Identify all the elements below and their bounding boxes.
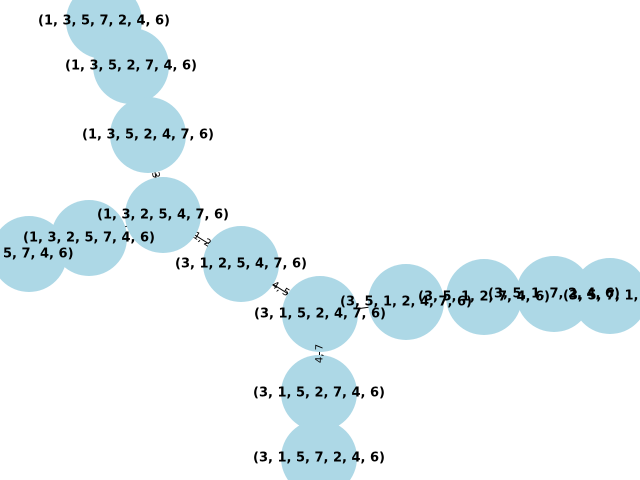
node-label-n12: (3, 5, 1, 2, 7, 4, 6) bbox=[418, 290, 550, 305]
node-label-n6: 2, 5, 7, 4, 6) bbox=[0, 247, 74, 262]
node-label-n8: (3, 1, 5, 2, 4, 7, 6) bbox=[254, 307, 386, 322]
node-label-n4: (1, 3, 2, 5, 4, 7, 6) bbox=[97, 208, 229, 223]
labels-layer: 31, 24, 54, 7(1, 3, 5, 7, 2, 4, 6)(1, 3,… bbox=[0, 14, 640, 466]
node-circle-n7 bbox=[203, 226, 279, 302]
node-label-n3: (1, 3, 5, 2, 4, 7, 6) bbox=[82, 128, 214, 143]
node-label-n13: (3, 5, 1, 7, 2, 4, 6) bbox=[488, 287, 620, 302]
node-label-n2: (1, 3, 5, 2, 7, 4, 6) bbox=[65, 59, 197, 74]
node-circle-n3 bbox=[110, 97, 186, 173]
node-label-n1: (1, 3, 5, 7, 2, 4, 6) bbox=[38, 14, 170, 29]
node-label-n7: (3, 1, 2, 5, 4, 7, 6) bbox=[175, 257, 307, 272]
node-circle-n4 bbox=[125, 177, 201, 253]
node-label-n10: (3, 1, 5, 7, 2, 4, 6) bbox=[253, 451, 385, 466]
node-circle-n14 bbox=[572, 258, 640, 334]
node-circle-n12 bbox=[446, 259, 522, 335]
node-circle-n13 bbox=[516, 256, 592, 332]
node-label-n9: (3, 1, 5, 2, 7, 4, 6) bbox=[253, 386, 385, 401]
node-circle-n10 bbox=[281, 420, 357, 480]
node-circle-n6 bbox=[0, 216, 67, 292]
node-circle-n9 bbox=[281, 355, 357, 431]
node-label-n14: (3, 5, 7, 1, 2, bbox=[563, 289, 640, 304]
edge-label: 3 bbox=[149, 171, 161, 179]
node-label-n11: (3, 5, 1, 2, 4, 7, 6) bbox=[340, 295, 472, 310]
node-circle-n11 bbox=[368, 264, 444, 340]
node-circle-n8 bbox=[282, 276, 358, 352]
edge-label: 4, 7 bbox=[314, 344, 325, 363]
node-label-n5: (1, 3, 2, 5, 7, 4, 6) bbox=[23, 231, 155, 246]
node-circle-n2 bbox=[93, 28, 169, 104]
node-circle-n5 bbox=[51, 200, 127, 276]
